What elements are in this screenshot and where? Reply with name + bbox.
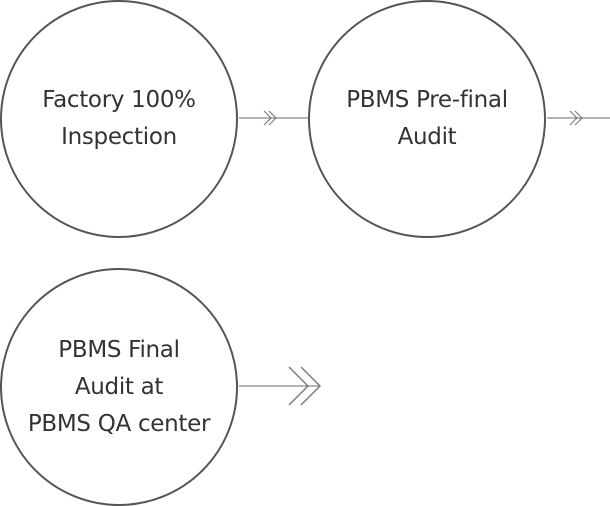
- double-chevron-right-icon: [288, 366, 321, 406]
- step-label: Factory 100% Inspection: [42, 87, 196, 150]
- step-label: PBMS Pre-final Audit: [346, 87, 508, 150]
- double-chevron-right-icon: [569, 110, 583, 126]
- double-chevron-right-icon: [263, 110, 277, 126]
- process-step-factory-inspection: Factory 100% Inspection: [0, 0, 238, 238]
- step-label: PBMS Final Audit at PBMS QA center: [27, 336, 211, 437]
- process-step-final-audit: PBMS Final Audit at PBMS QA center: [0, 268, 238, 506]
- connector-step3-to-next: [239, 366, 321, 406]
- connector-step1-to-step2: [239, 110, 308, 126]
- connector-step2-to-next: [547, 110, 610, 126]
- process-step-pre-final-audit: PBMS Pre-final Audit: [308, 0, 546, 238]
